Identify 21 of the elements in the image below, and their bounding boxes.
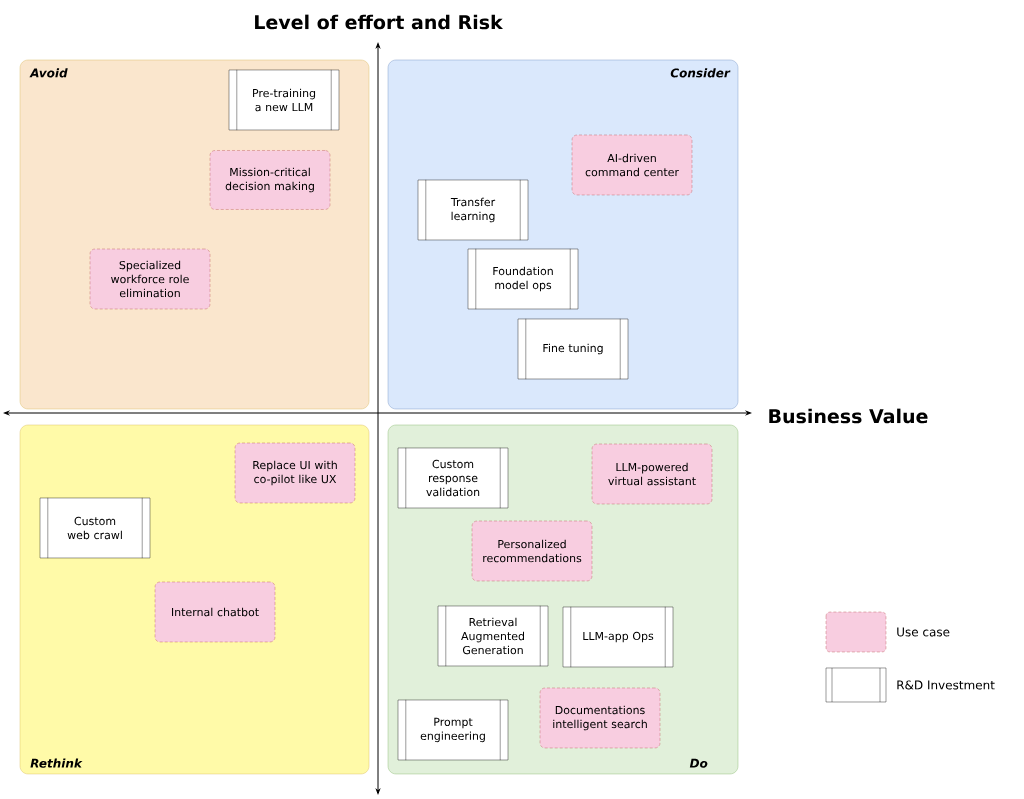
investment-box: LLM-app Ops	[562, 606, 674, 668]
investment-box: Retrieval Augmented Generation	[437, 605, 549, 667]
investment-box: Transfer learning	[417, 179, 529, 241]
use-case-box: Replace UI with co-pilot like UX	[234, 442, 356, 504]
legend-label: Use case	[897, 627, 950, 637]
use-case-box: Documentations intelligent search	[539, 687, 661, 749]
investment-box: Prompt engineering	[397, 699, 509, 761]
investment-box: Fine tuning	[517, 318, 629, 380]
use-case-box: AI-driven command center	[571, 134, 693, 196]
investment-box: Custom web crawl	[39, 497, 151, 559]
investment-box: Pre-training a new LLM	[228, 69, 340, 131]
use-case-box: LLM-powered virtual assistant	[591, 443, 713, 505]
axis-title: Business Value	[769, 408, 928, 424]
axis-title: Level of effort and Risk	[255, 14, 503, 30]
investment-box: Foundation model ops	[467, 248, 579, 310]
use-case-box: Personalized recommendations	[471, 520, 593, 582]
use-case-box: Mission-critical decision making	[209, 150, 331, 210]
investment-box: Custom response validation	[397, 447, 509, 509]
use-case-box: Specialized workforce role elimination	[89, 248, 211, 310]
use-case-box: Internal chatbot	[154, 581, 276, 643]
legend-label: R&D Investment	[897, 680, 995, 690]
